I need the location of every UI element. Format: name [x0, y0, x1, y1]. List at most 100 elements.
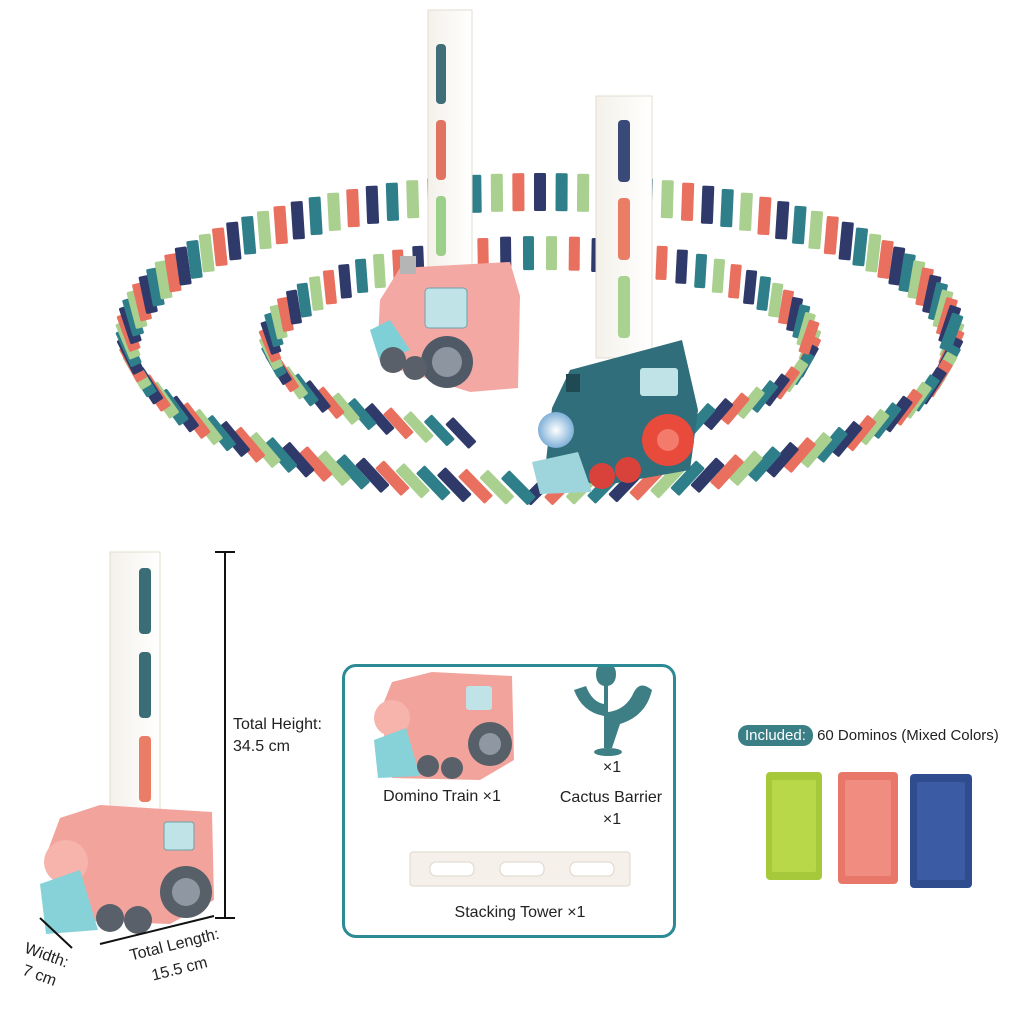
domino-tile [545, 236, 558, 271]
domino-tile [186, 239, 203, 279]
domino-tile [512, 173, 525, 212]
domino-tile [154, 260, 173, 300]
domino-tile [281, 442, 315, 478]
domino-tile [775, 201, 790, 240]
domino-tile [346, 188, 360, 228]
domino-tile [739, 192, 753, 232]
domino-tile [865, 233, 882, 273]
domino-tile [355, 457, 390, 493]
domino-tile [694, 253, 708, 289]
teal-domino-train [532, 95, 698, 494]
domino-tile [838, 221, 854, 261]
domino-tile [729, 450, 763, 486]
domino-tile [437, 467, 472, 503]
domino-tile [424, 414, 455, 446]
domino-tile [365, 185, 380, 224]
train-caption: Domino Train ×1 [383, 788, 501, 805]
domino-tile [915, 267, 934, 307]
domino-tile [844, 415, 877, 452]
domino-tile [296, 282, 312, 318]
domino-tile [174, 246, 192, 286]
domino-tile [555, 173, 568, 212]
domino-tile [757, 196, 772, 236]
domino-tile [735, 386, 765, 419]
included-line: Included: 60 Dominos (Mixed Colors) [738, 725, 999, 746]
domino-tile [286, 289, 302, 325]
sample-dominos [766, 772, 972, 888]
domino-tile [273, 205, 288, 245]
domino-tile [198, 233, 215, 273]
domino-tile [786, 296, 803, 332]
domino-tile [522, 236, 535, 271]
cactus-caption: Cactus Barrier [559, 789, 663, 806]
domino-tile [146, 267, 165, 307]
domino-tile [675, 249, 688, 284]
domino-tile [852, 227, 869, 267]
domino-tile [939, 312, 964, 352]
cactus-qty: ×1 [602, 759, 622, 776]
domino-tile [700, 185, 715, 224]
domino-tile [710, 454, 744, 490]
domino-tile [354, 258, 369, 294]
domino-tile [385, 182, 400, 221]
domino-tile [299, 446, 333, 482]
domino-tile [308, 196, 323, 236]
domino-tile [765, 442, 799, 478]
domino-tile [416, 465, 451, 501]
domino-tile [317, 450, 351, 486]
domino-tile [264, 437, 298, 473]
domino-tile [256, 210, 272, 250]
domino-tile [330, 392, 360, 425]
total-height-label: Total Height: [233, 716, 322, 733]
domino-inner-ring [258, 236, 822, 449]
domino-tile [720, 392, 750, 425]
domino-tile [395, 463, 430, 499]
tower-caption: Stacking Tower ×1 [454, 904, 586, 921]
domino-tile [217, 421, 250, 457]
domino-tile [290, 201, 305, 240]
domino-outer-ring [115, 173, 965, 506]
domino-tile [680, 182, 695, 221]
stacking-tower-piece [409, 851, 631, 887]
domino-tile [655, 245, 668, 281]
domino-tile [756, 276, 771, 311]
included-badge: Included: [738, 725, 813, 746]
train-thumbnail [374, 672, 514, 780]
domino-tile [364, 403, 395, 435]
domino-tile [226, 221, 242, 261]
domino-tile [711, 258, 726, 294]
domino-tile [458, 469, 493, 504]
domino-tile [338, 264, 352, 299]
domino-tile [211, 227, 228, 267]
domino-tile [534, 173, 546, 211]
included-text: 60 Dominos (Mixed Colors) [817, 727, 999, 744]
domino-tile [907, 260, 926, 300]
domino-tile [406, 180, 420, 219]
domino-tile [322, 269, 337, 305]
domino-tile [327, 192, 341, 232]
domino-tile [808, 210, 824, 250]
domino-tile [248, 432, 281, 468]
domino-tile [315, 386, 345, 419]
domino-tile [670, 460, 705, 496]
domino-tile [799, 432, 832, 468]
domino-tile [336, 454, 370, 490]
domino-tile [749, 380, 778, 413]
assembled-train-dimensions [39, 551, 235, 949]
domino-tile [747, 446, 781, 482]
domino-tile [768, 282, 784, 318]
domino-tile [743, 269, 758, 305]
domino-tile [490, 173, 504, 212]
domino-tile [346, 398, 377, 430]
domino-tile [703, 398, 734, 430]
domino-tile [375, 460, 410, 496]
domino-tile [782, 437, 816, 473]
total-height-value: 34.5 cm [233, 738, 290, 755]
domino-tile [877, 239, 894, 279]
domino-tile [830, 421, 863, 457]
domino-tile [660, 180, 674, 219]
pink-domino-train [370, 9, 520, 392]
domino-tile [501, 470, 536, 505]
domino-tile [383, 407, 414, 439]
domino-tile [823, 215, 839, 255]
